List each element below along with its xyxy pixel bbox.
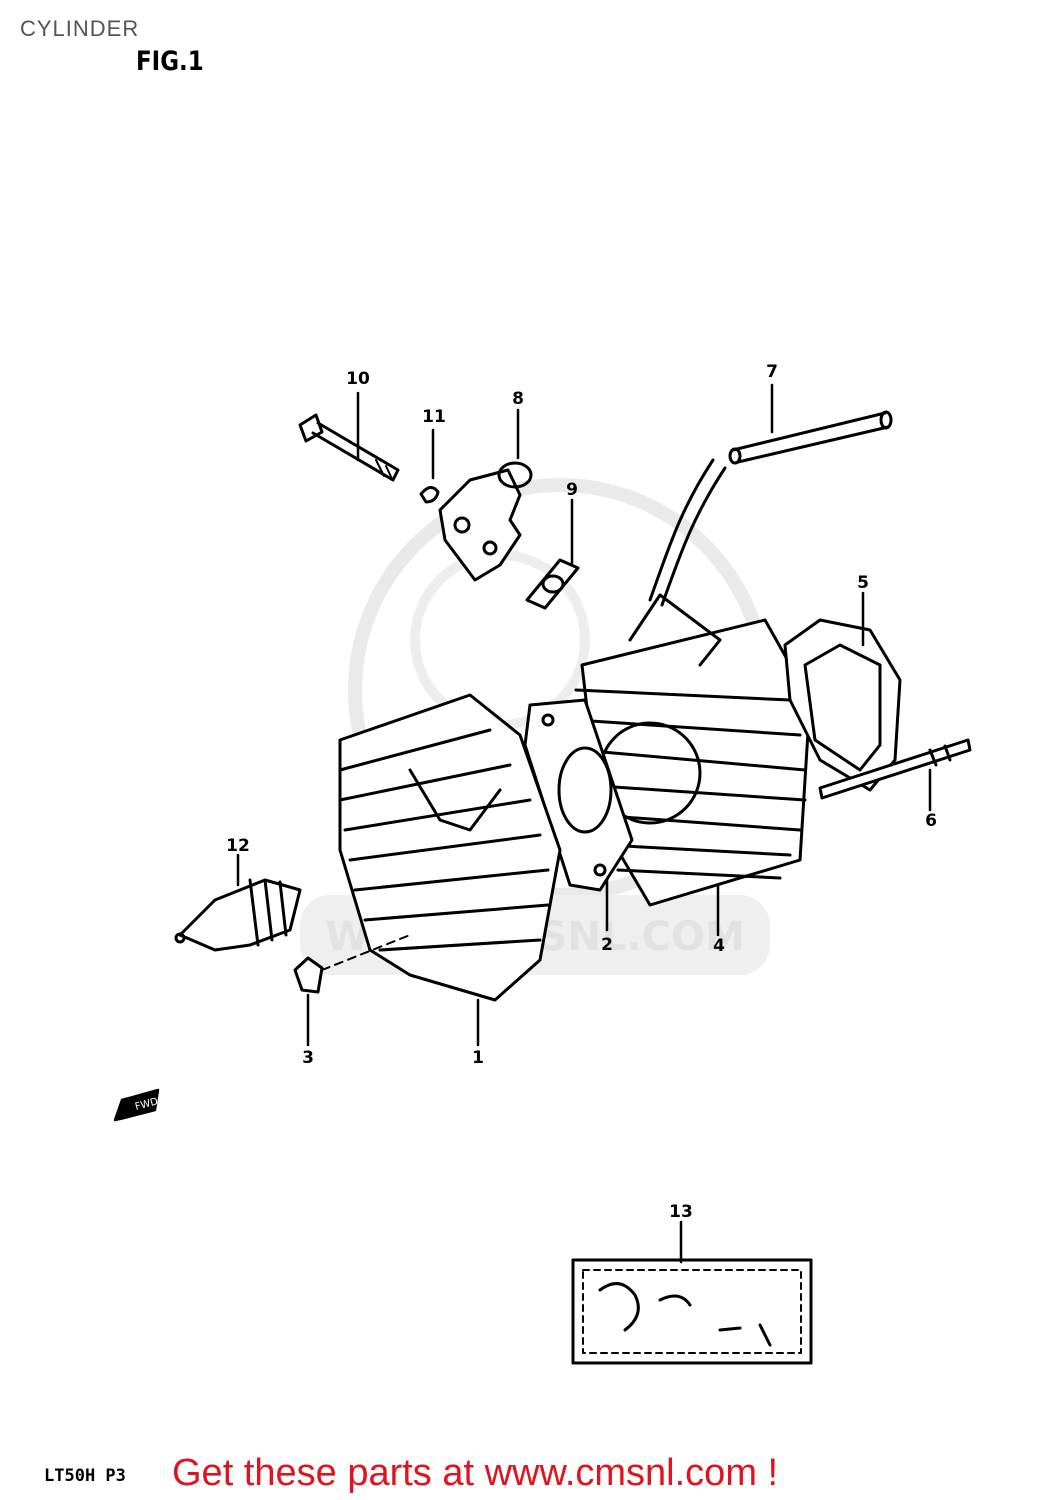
- forward-arrow-icon: [113, 1088, 160, 1122]
- callout-8: 8: [512, 389, 524, 409]
- callout-7: 7: [766, 362, 778, 382]
- elbow-fitting-part: [438, 461, 533, 582]
- callout-4: 4: [713, 936, 725, 956]
- page-title: CYLINDER: [20, 16, 140, 41]
- clip-part: [419, 486, 440, 504]
- callout-10: 10: [346, 369, 370, 389]
- spark-plug-part: [174, 878, 302, 952]
- figure-label: FIG.1: [136, 46, 204, 77]
- callout-3: 3: [302, 1048, 314, 1068]
- callout-2: 2: [601, 935, 613, 955]
- callout-9: 9: [566, 480, 578, 500]
- bolt-part: [298, 413, 400, 482]
- label-sticker-part: [571, 1258, 813, 1365]
- clamp-part: [293, 934, 411, 994]
- small-gasket-part: [525, 558, 580, 610]
- callout-5: 5: [857, 573, 869, 593]
- hose-part: [648, 410, 893, 607]
- callout-1: 1: [472, 1048, 484, 1068]
- cylinder-head-part: [338, 693, 562, 1002]
- model-code: LT50H P3: [44, 1466, 126, 1486]
- cta-link-text[interactable]: Get these parts at www.cmsnl.com !: [172, 1452, 779, 1494]
- callout-6: 6: [925, 811, 937, 831]
- leader-lines: [236, 383, 932, 1264]
- callout-11: 11: [422, 407, 446, 427]
- stud-part: [818, 738, 972, 800]
- head-gasket-part: [783, 618, 902, 792]
- callout-12: 12: [226, 836, 250, 856]
- callout-13: 13: [669, 1202, 693, 1222]
